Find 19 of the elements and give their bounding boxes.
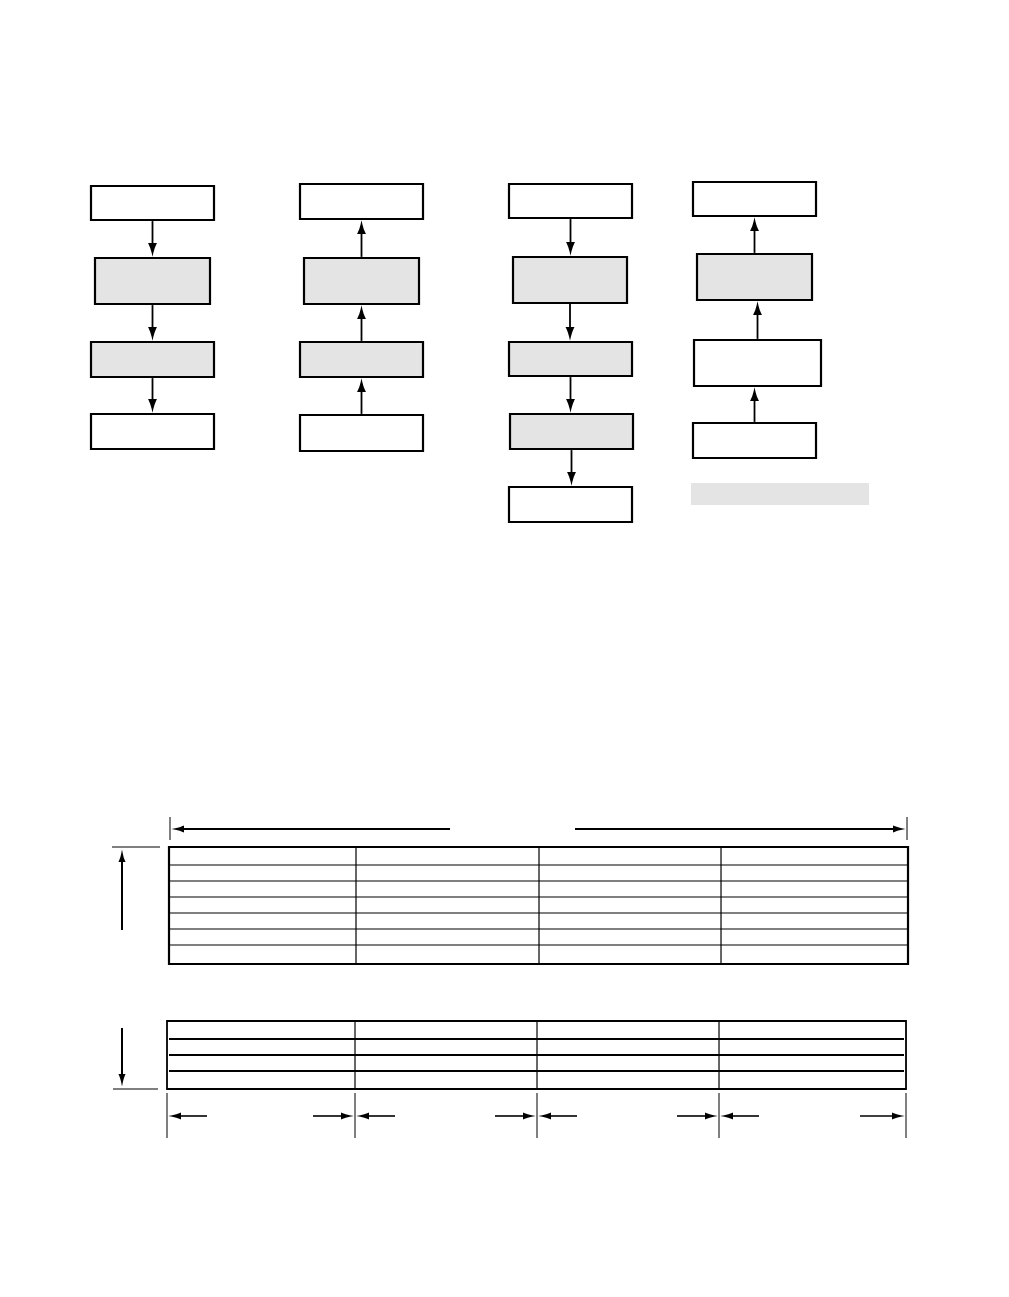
process-box bbox=[298, 340, 425, 379]
process-box bbox=[302, 256, 421, 306]
process-box bbox=[507, 182, 634, 220]
process-box bbox=[511, 255, 629, 305]
process-box bbox=[89, 184, 216, 222]
process-box bbox=[691, 180, 818, 218]
process-box bbox=[507, 340, 634, 378]
process-box bbox=[508, 412, 635, 451]
process-box bbox=[89, 340, 216, 379]
process-box bbox=[695, 252, 814, 302]
process-box bbox=[298, 413, 425, 453]
process-box bbox=[691, 421, 818, 460]
process-box bbox=[507, 485, 634, 524]
process-box bbox=[89, 412, 216, 451]
process-box bbox=[298, 182, 425, 221]
process-box bbox=[93, 256, 212, 306]
process-box bbox=[692, 338, 823, 388]
shaded-band bbox=[691, 483, 869, 505]
arrow bbox=[566, 303, 574, 338]
